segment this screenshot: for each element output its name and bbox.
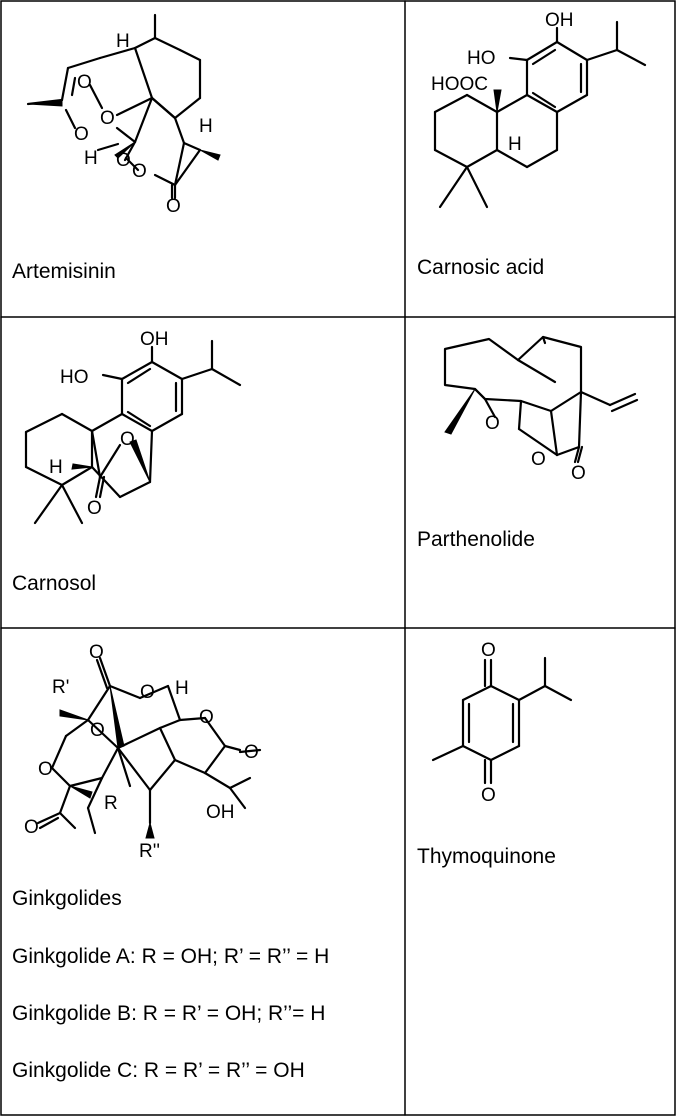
thymoquinone-structure: O O bbox=[431, 640, 573, 806]
ginkgolide-atom-o7: O bbox=[24, 817, 39, 838]
parthenolide-structure: O O O bbox=[443, 335, 639, 484]
carnosol-atom-oh: OH bbox=[140, 329, 169, 350]
thymoquinone-atom-o2: O bbox=[481, 785, 496, 806]
cell-carnosic-acid: OH HO HOOC H Carnosic acid bbox=[405, 0, 676, 317]
ginkgolide-atom-o3: O bbox=[199, 707, 214, 728]
ginkgolide-atom-h: H bbox=[175, 678, 189, 699]
artemisinin-structure: H O O O H O H O O bbox=[26, 13, 221, 217]
carnosol-structure: OH HO H O O bbox=[24, 329, 242, 525]
artemisinin-atom-o1: O bbox=[77, 72, 92, 93]
parthenolide-atom-o1: O bbox=[485, 413, 500, 434]
compound-name-artemisinin: Artemisinin bbox=[12, 260, 116, 283]
ginkgolide-atom-r: R bbox=[104, 793, 118, 814]
ginkgolide-atom-o5: O bbox=[90, 720, 105, 741]
cell-artemisinin: H O O O H O H O O Artemisinin bbox=[0, 0, 405, 317]
artemisinin-atom-h2: H bbox=[84, 148, 98, 169]
artemisinin-atom-o2: O bbox=[100, 108, 115, 129]
ginkgolide-atom-o1: O bbox=[89, 642, 104, 663]
compound-name-parthenolide: Parthenolide bbox=[417, 528, 535, 551]
artemisinin-atom-h3: H bbox=[199, 116, 213, 137]
ginkgolide-atom-o2: O bbox=[140, 682, 155, 703]
ginkgolide-atom-r-double-prime: R'' bbox=[139, 841, 160, 862]
carnosol-atom-o2: O bbox=[87, 498, 102, 519]
parthenolide-atom-o3: O bbox=[571, 463, 586, 484]
compound-name-thymoquinone: Thymoquinone bbox=[417, 845, 556, 868]
cell-carnosol: OH HO H O O Carnosol bbox=[0, 317, 405, 628]
cell-ginkgolides: O R' O H O O O O R O R'' OH Ginkgolides … bbox=[0, 628, 405, 1116]
compound-name-carnosol: Carnosol bbox=[12, 572, 97, 595]
ginkgolide-variant-c: Ginkgolide C: R = R’ = R’’ = OH bbox=[12, 1059, 305, 1082]
carnosol-atom-o1: O bbox=[120, 429, 135, 450]
parthenolide-atom-o2: O bbox=[531, 449, 546, 470]
artemisinin-atom-h1: H bbox=[116, 31, 130, 52]
thymoquinone-atom-o1: O bbox=[481, 640, 496, 661]
carnosic-atom-h: H bbox=[508, 134, 522, 155]
artemisinin-atom-o3: O bbox=[74, 124, 89, 145]
ginkgolide-atom-r-prime: R' bbox=[52, 677, 69, 698]
compound-name-ginkgolides: Ginkgolides bbox=[12, 887, 122, 910]
artemisinin-atom-o6: O bbox=[166, 196, 181, 217]
compound-name-carnosic-acid: Carnosic acid bbox=[417, 256, 545, 279]
ginkgolide-atom-o6: O bbox=[38, 759, 53, 780]
cell-thymoquinone: O O Thymoquinone bbox=[405, 628, 676, 1116]
carnosol-atom-ho: HO bbox=[60, 367, 89, 388]
artemisinin-atom-o5: O bbox=[132, 161, 147, 182]
carnosol-atom-h: H bbox=[49, 457, 63, 478]
ginkgolide-variant-a: Ginkgolide A: R = OH; R’ = R’’ = H bbox=[12, 945, 330, 968]
ginkgolide-atom-oh: OH bbox=[206, 802, 235, 823]
ginkgolide-variant-b: Ginkgolide B: R = R’ = OH; R’’= H bbox=[12, 1002, 326, 1025]
carnosic-atom-ho: HO bbox=[467, 48, 496, 69]
cell-parthenolide: O O O Parthenolide bbox=[405, 317, 676, 628]
artemisinin-atom-o4: O bbox=[116, 150, 131, 171]
carnosic-atom-hooc: HOOC bbox=[431, 74, 488, 95]
carnosic-atom-oh: OH bbox=[545, 10, 574, 31]
ginkgolides-structure: O R' O H O O O O R O R'' OH bbox=[24, 642, 262, 862]
ginkgolide-atom-o4: O bbox=[244, 742, 259, 763]
carnosic-acid-structure: OH HO HOOC H bbox=[431, 10, 647, 209]
